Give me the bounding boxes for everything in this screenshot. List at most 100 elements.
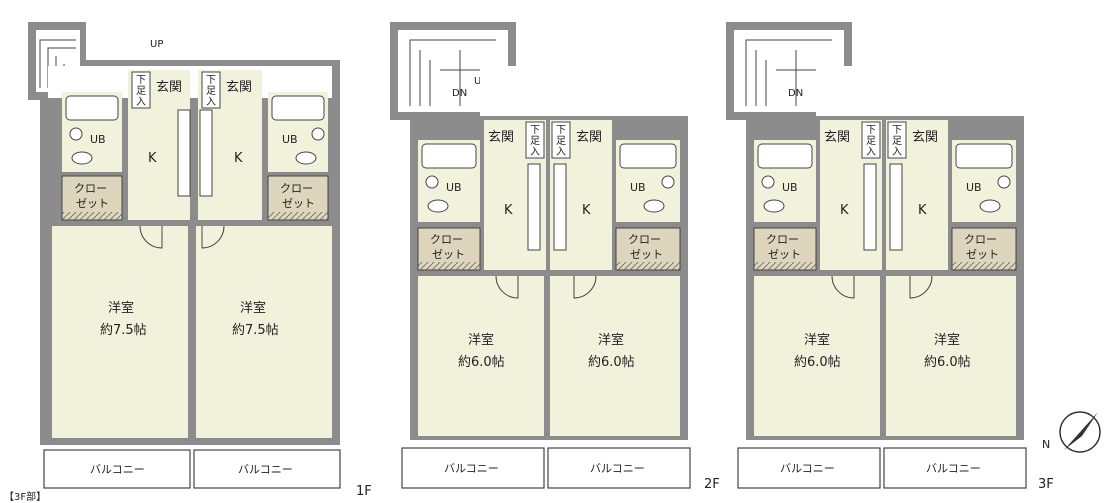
shoe-label-2: 足 [530, 135, 540, 147]
shoe-label-2: 足 [892, 135, 902, 147]
balcony [193, 449, 341, 489]
kitchen-counter [527, 163, 541, 251]
closet-label-2: ゼット [282, 197, 315, 210]
closet-rail [952, 262, 1016, 270]
closet-label-2: ゼット [966, 248, 999, 261]
room-name: 洋室 [804, 332, 830, 348]
closet-label-2: ゼット [432, 248, 465, 261]
shoe-cabinet [887, 121, 907, 159]
closet-label-1: クロー [280, 182, 313, 195]
shoe-label-1: 下 [206, 75, 216, 86]
sink [761, 175, 775, 189]
bathtub [757, 143, 813, 169]
closet-label-1: クロー [628, 233, 661, 246]
balcony-label: バルコニー [90, 463, 145, 476]
floor-3f: DN UB 下 足 入 玄関 K クロー ゼット 洋室 約6.0帖 UB 下 足 [726, 22, 1054, 492]
kitchen-label: K [918, 203, 927, 218]
toilet [643, 199, 665, 213]
corridor [480, 66, 690, 116]
toilet [427, 199, 449, 213]
shoe-label-3: 入 [556, 147, 566, 158]
room-size: 約7.5帖 [100, 323, 147, 338]
kitchen-counter [553, 163, 567, 251]
room-name: 洋室 [468, 332, 494, 348]
room-name: 洋室 [240, 300, 266, 316]
closet-rail [62, 212, 122, 220]
shoe-label-2: 足 [866, 135, 876, 147]
kitchen-label: K [840, 203, 849, 218]
bathtub [619, 143, 677, 169]
bath-label: UB [446, 181, 462, 194]
toilet [979, 199, 1001, 213]
sink [425, 175, 439, 189]
bath-label: UB [90, 133, 106, 146]
sink [997, 175, 1011, 189]
bathtub [421, 143, 477, 169]
stair-steps [409, 39, 496, 106]
closet-label-1: クロー [74, 182, 107, 195]
closet-rail [418, 262, 480, 270]
entrance-label: 玄関 [488, 130, 514, 145]
room-name: 洋室 [108, 300, 134, 316]
shoe-cabinet [525, 121, 545, 159]
room-size: 約6.0帖 [924, 355, 971, 370]
floor-2f: DN UP UB 下 足 入 玄関 K クロー ゼット 洋室 約6.0帖 UB … [390, 22, 720, 492]
entrance-label: 玄関 [156, 80, 182, 95]
entrance-label: 玄関 [912, 130, 938, 145]
closet-rail [616, 262, 680, 270]
kitchen-counter [177, 109, 191, 197]
shoe-label-3: 入 [892, 147, 902, 158]
balcony [43, 449, 191, 489]
closet-rail [268, 212, 328, 220]
room-name: 洋室 [598, 332, 624, 348]
compass-icon: N [1042, 411, 1101, 453]
bathtub [271, 95, 325, 121]
balcony-label: バルコニー [444, 462, 499, 475]
balcony [547, 447, 691, 489]
closet-label-2: ゼット [76, 197, 109, 210]
kitchen-counter [889, 163, 903, 251]
shoe-label-3: 入 [866, 147, 876, 158]
western-room [52, 226, 188, 438]
bath-label: UB [282, 133, 298, 146]
shoe-cabinet [551, 121, 571, 159]
door-swing [139, 225, 163, 249]
shoe-label-1: 下 [530, 125, 540, 136]
stair-steps [745, 39, 832, 106]
entrance-label: 玄関 [226, 80, 252, 95]
door-swing [909, 275, 933, 299]
bath-label: UB [630, 181, 646, 194]
sink [311, 127, 325, 141]
shoe-label-2: 足 [206, 85, 216, 97]
toilet [763, 199, 785, 213]
shoe-cabinet [861, 121, 881, 159]
shoe-label-1: 下 [866, 125, 876, 136]
door-swing [495, 275, 519, 299]
western-room [196, 226, 332, 438]
kitchen-label: K [504, 203, 513, 218]
door-swing [573, 275, 597, 299]
bathtub [955, 143, 1013, 169]
room-size: 約6.0帖 [588, 355, 635, 370]
closet-label-1: クロー [766, 233, 799, 246]
shoe-label-2: 足 [136, 85, 146, 97]
floor-1f: UP UB 下 足 入 玄関 K クロー ゼット 洋室 約7.5帖 UB 下 [28, 22, 372, 499]
balcony-label: バルコニー [780, 462, 835, 475]
sink [661, 175, 675, 189]
shoe-label-1: 下 [136, 75, 146, 86]
bath-label: UB [782, 181, 798, 194]
room-name: 洋室 [934, 332, 960, 348]
bath-label: UB [966, 181, 982, 194]
entrance-label: 玄関 [576, 130, 602, 145]
kitchen-counter [863, 163, 877, 251]
room-size: 約7.5帖 [232, 323, 279, 338]
shoe-label-1: 下 [556, 125, 566, 136]
floor-label: 3F [1038, 477, 1054, 492]
corridor [816, 66, 1026, 116]
door-swing [201, 225, 225, 249]
door-swing [831, 275, 855, 299]
stair-steps [39, 39, 76, 88]
sink [69, 127, 83, 141]
closet-label-1: クロー [964, 233, 997, 246]
